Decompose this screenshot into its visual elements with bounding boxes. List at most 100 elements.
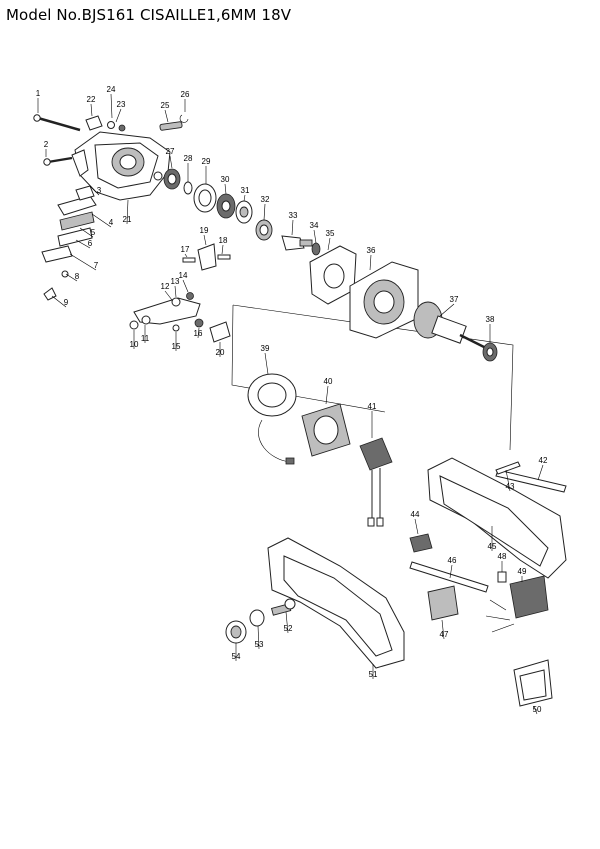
- part-number-label: 1: [36, 89, 41, 98]
- holder-part-48: [497, 571, 507, 583]
- ring-part: [118, 124, 126, 132]
- part-number-label: 5: [91, 228, 96, 237]
- housing-half-part-51: [267, 537, 405, 669]
- gear-part-29: [193, 183, 217, 213]
- leader-line-5: [79, 227, 94, 238]
- part-number-label: 16: [194, 329, 203, 338]
- part-number-label: 33: [289, 211, 298, 220]
- part-number-label: 24: [107, 85, 116, 94]
- part-number-label: 26: [181, 90, 190, 99]
- screw-part-52: [270, 598, 296, 616]
- part-number-label: 6: [88, 239, 93, 248]
- leader-line-27: [169, 155, 173, 169]
- part-number-label: 14: [179, 271, 188, 280]
- leader-line-42: [537, 464, 544, 481]
- leader-line-44: [414, 518, 419, 535]
- part-number-label: 34: [310, 221, 319, 230]
- leader-line-47: [441, 619, 445, 640]
- leader-line-17: [184, 253, 188, 258]
- pin-part: [159, 121, 183, 131]
- part-number-label: 23: [117, 100, 126, 109]
- part-number-label: 40: [324, 377, 333, 386]
- terminal-part-41: [359, 437, 393, 527]
- leader-line-19: [203, 234, 207, 246]
- part-number-label: 53: [255, 640, 264, 649]
- knob-part-54: [225, 620, 247, 644]
- leader-line-22: [90, 103, 93, 117]
- washer-part-53: [249, 609, 265, 627]
- part-number-label: 12: [161, 282, 170, 291]
- washer-part-16: [194, 318, 204, 328]
- trigger-part-44: [409, 533, 433, 553]
- washer-part-31: [235, 200, 253, 224]
- switch-ring-part-39: [247, 373, 297, 465]
- leader-line-43: [505, 469, 511, 492]
- controller-part-49: [485, 575, 549, 633]
- bearing-part-27: [163, 168, 181, 190]
- part-number-label: 49: [518, 567, 527, 576]
- part-number-label: 21: [123, 215, 132, 224]
- nut-part-14: [186, 292, 194, 300]
- leader-line-9: [51, 295, 67, 308]
- part-number-label: 41: [368, 402, 377, 411]
- nut-part-15: [172, 324, 180, 332]
- motor-housing-part-36: [349, 261, 419, 339]
- leader-line-6: [75, 239, 91, 249]
- assembly-frame-lines: [231, 304, 514, 451]
- part-number-label: 27: [166, 147, 175, 156]
- part-number-label: 51: [369, 670, 378, 679]
- leader-line-40: [325, 385, 329, 405]
- bar-part-46: [409, 561, 489, 593]
- part-number-label: 43: [506, 482, 515, 491]
- part-number-label: 22: [87, 95, 96, 104]
- part-number-label: 54: [232, 652, 241, 661]
- handle-group: [225, 537, 405, 669]
- washer-part-11: [141, 315, 151, 325]
- leader-line-3: [89, 185, 100, 196]
- ring-part-34: [311, 242, 321, 256]
- leader-line-46: [449, 564, 453, 579]
- switch-part-47: [427, 585, 459, 621]
- blade-set-part: [41, 185, 97, 301]
- part-number-label: 28: [184, 154, 193, 163]
- leader-line-24: [110, 93, 113, 119]
- part-labels: 1234567891011121314151617181920212223242…: [36, 85, 548, 715]
- part-number-label: 37: [450, 295, 459, 304]
- leader-line-36: [369, 254, 372, 271]
- block-part: [85, 115, 103, 131]
- washer-part-28: [183, 181, 193, 195]
- part-number-label: 39: [261, 344, 270, 353]
- part-number-label: 15: [172, 342, 181, 351]
- stator-group: [247, 373, 393, 527]
- part-number-label: 29: [202, 157, 211, 166]
- part-number-label: 44: [411, 510, 420, 519]
- leader-line-12: [164, 290, 173, 301]
- part-number-label: 50: [533, 705, 542, 714]
- part-number-label: 9: [64, 298, 69, 307]
- leader-line-34: [313, 229, 317, 244]
- part-number-label: 11: [141, 334, 150, 343]
- cover-part-50: [513, 659, 553, 707]
- nameplate-part-42: [495, 469, 567, 493]
- leader-line-16: [197, 327, 200, 339]
- part-number-label: 30: [221, 175, 230, 184]
- part-number-label: 2: [44, 140, 49, 149]
- cap-part-20: [209, 321, 231, 343]
- part-number-label: 18: [219, 236, 228, 245]
- pin-part-17: [182, 257, 196, 263]
- housing-switch-group: [409, 457, 567, 707]
- part-number-label: 19: [200, 226, 209, 235]
- leader-line-33: [291, 219, 294, 236]
- armature-part-37: [413, 301, 487, 350]
- leader-line-30: [224, 183, 227, 195]
- leader-line-7: [69, 253, 97, 271]
- part-number-label: 52: [284, 624, 293, 633]
- part-number-label: 10: [130, 340, 139, 349]
- bearing-chain: [163, 168, 498, 362]
- leader-line-21: [126, 199, 129, 225]
- part-number-label: 3: [97, 186, 102, 195]
- part-number-label: 31: [241, 186, 250, 195]
- part-number-label: 47: [440, 630, 449, 639]
- leader-line-8: [65, 273, 78, 282]
